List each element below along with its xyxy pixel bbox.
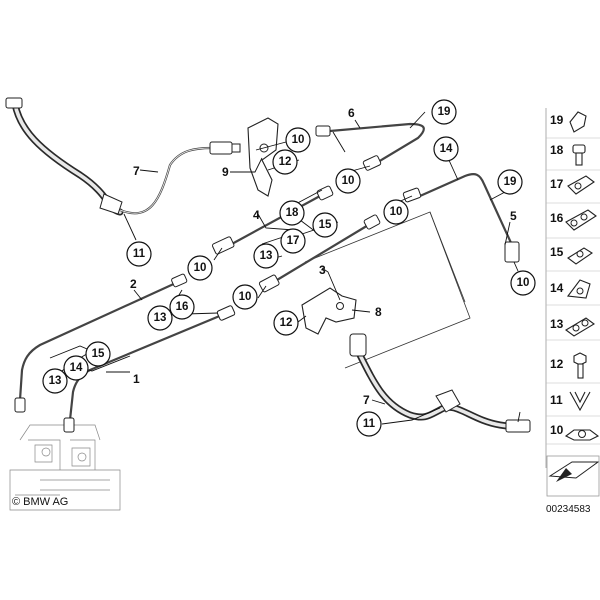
label-1: 1: [133, 372, 140, 386]
brake-pipe-4: [211, 185, 334, 255]
callout-19-b[interactable]: 19: [497, 169, 523, 195]
callout-10-a[interactable]: 10: [285, 127, 311, 153]
brake-hose-7-top: [5, 97, 241, 216]
svg-text:14: 14: [440, 143, 453, 155]
svg-text:17: 17: [287, 235, 300, 247]
legend-num-10: 10: [550, 423, 564, 437]
callout-12-a[interactable]: 12: [272, 149, 298, 175]
label-5: 5: [510, 209, 517, 223]
callout-10-f[interactable]: 10: [510, 270, 536, 296]
svg-text:14: 14: [70, 362, 83, 374]
pipe-clamp-icon: [566, 279, 591, 299]
copyright-brand: ©BMW AG: [12, 496, 68, 508]
svg-text:10: 10: [517, 277, 530, 289]
callout-10-c[interactable]: 10: [383, 199, 409, 225]
part-number: 00234583: [546, 504, 591, 515]
svg-text:12: 12: [279, 156, 292, 168]
label-7-bottom: 7: [363, 393, 370, 407]
callout-15-a[interactable]: 15: [312, 212, 338, 238]
callout-10-b[interactable]: 10: [335, 168, 361, 194]
label-3: 3: [319, 263, 326, 277]
bracket-8: [301, 287, 357, 335]
hex-bolt-icon: [573, 352, 587, 379]
brake-pipe-6: [315, 122, 425, 171]
clip-icon: [569, 111, 587, 133]
label-6: 6: [348, 106, 355, 120]
svg-text:13: 13: [260, 250, 273, 262]
callout-15-b[interactable]: 15: [85, 341, 111, 367]
callout-18[interactable]: 18: [279, 200, 305, 226]
svg-text:10: 10: [390, 206, 403, 218]
label-4: 4: [253, 208, 260, 222]
label-9: 9: [222, 165, 229, 179]
brake-pipe-2: [14, 273, 188, 413]
screw-icon: [572, 144, 586, 166]
triple-clip-icon: [565, 209, 597, 231]
svg-text:15: 15: [92, 348, 105, 360]
callout-11-top[interactable]: 11: [126, 241, 152, 267]
callout-13-b[interactable]: 13: [147, 305, 173, 331]
svg-text:12: 12: [280, 317, 293, 329]
label-7-top: 7: [133, 164, 140, 178]
svg-text:10: 10: [342, 175, 355, 187]
legend-num-15: 15: [550, 245, 564, 259]
parts-legend: 19 18 17 16 15 14 13 12 11 10: [545, 108, 600, 497]
legend-num-19: 19: [550, 113, 564, 127]
legend-num-12: 12: [550, 357, 564, 371]
svg-text:11: 11: [363, 418, 376, 430]
pipe-holder-icon: [567, 247, 594, 265]
brake-hose-7-bottom: [349, 333, 531, 433]
callout-14-b[interactable]: 14: [63, 355, 89, 381]
svg-text:11: 11: [133, 248, 146, 260]
reference-lines: [304, 211, 471, 369]
svg-text:10: 10: [194, 262, 207, 274]
brake-pipe-3: [258, 214, 381, 293]
callout-16[interactable]: 16: [169, 294, 195, 320]
double-holder-icon: [565, 317, 595, 337]
svg-text:19: 19: [504, 176, 517, 188]
svg-text:10: 10: [292, 134, 305, 146]
svg-text:18: 18: [286, 207, 299, 219]
legend-num-13: 13: [550, 317, 564, 331]
svg-text:16: 16: [176, 301, 189, 313]
svg-text:10: 10: [239, 291, 252, 303]
callout-17[interactable]: 17: [280, 228, 306, 254]
legend-num-14: 14: [550, 281, 564, 295]
svg-text:13: 13: [49, 375, 62, 387]
grommet-icon: [564, 429, 600, 441]
arrow-icon: [546, 455, 600, 497]
legend-num-17: 17: [550, 177, 564, 191]
callout-10-e[interactable]: 10: [232, 284, 258, 310]
callout-11-bottom[interactable]: 11: [356, 411, 382, 437]
legend-num-11: 11: [550, 393, 563, 407]
spring-clip-icon: [569, 391, 591, 412]
double-clip-icon: [567, 175, 595, 195]
callout-13-a[interactable]: 13: [253, 243, 279, 269]
callout-19-a[interactable]: 19: [431, 99, 457, 125]
brake-pipe-5: [402, 173, 520, 263]
label-2: 2: [130, 277, 137, 291]
callout-10-d[interactable]: 10: [187, 255, 213, 281]
callout-14-a[interactable]: 14: [433, 136, 459, 162]
callout-13-c[interactable]: 13: [42, 368, 68, 394]
svg-text:19: 19: [438, 106, 451, 118]
abs-unit-illustration: [9, 424, 121, 511]
callout-12-b[interactable]: 12: [273, 310, 299, 336]
legend-num-16: 16: [550, 211, 564, 225]
legend-num-18: 18: [550, 143, 564, 157]
svg-text:13: 13: [154, 312, 167, 324]
svg-text:15: 15: [319, 219, 332, 231]
label-8: 8: [375, 305, 382, 319]
